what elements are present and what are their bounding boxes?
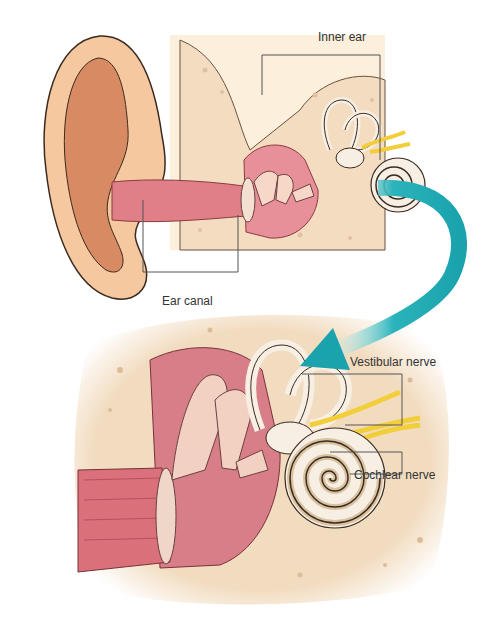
semicircular-canals	[324, 100, 378, 168]
leader-line	[302, 374, 402, 425]
bone-dot	[203, 68, 208, 73]
vestibule	[336, 148, 364, 168]
nerve	[362, 132, 410, 152]
bone-dot	[108, 408, 112, 412]
cochlea-spiral	[290, 441, 380, 523]
canal-loop	[324, 100, 357, 150]
ear-canal	[112, 180, 246, 222]
bone-dot	[313, 93, 318, 98]
bone-dot	[408, 378, 413, 383]
zoom-arrow	[340, 188, 459, 348]
ossicle	[292, 184, 314, 202]
leader-lines	[143, 55, 402, 474]
part-label: Cochlear nerve	[354, 468, 435, 482]
bone-dot	[383, 563, 387, 567]
auricle	[44, 36, 165, 299]
ossicle	[254, 171, 278, 206]
zoom-arrow-head	[300, 328, 350, 370]
bone-dot	[348, 236, 352, 240]
bracket	[262, 55, 380, 160]
canal-outline	[251, 345, 309, 430]
canal-loop	[251, 345, 309, 430]
bone-dot	[117, 367, 123, 373]
bracket	[143, 200, 238, 272]
bone-dot	[198, 228, 202, 232]
bone-dot	[370, 98, 374, 102]
cochlea-duct	[290, 441, 380, 523]
concha	[64, 58, 128, 272]
bone-dot	[220, 90, 224, 94]
canal-outline	[324, 100, 357, 150]
bone-dot	[298, 573, 303, 578]
eardrum	[241, 178, 255, 222]
stapes	[236, 450, 268, 478]
bone-dot	[417, 537, 423, 543]
bone-dot	[208, 328, 213, 333]
canal-lines	[84, 478, 166, 540]
part-label: Vestibular nerve	[350, 355, 436, 369]
middle-ear-cavity	[244, 145, 318, 238]
eardrum	[156, 468, 176, 564]
zoom-bone	[75, 315, 449, 605]
middle-ear-cavity	[150, 348, 280, 568]
bone-dot	[298, 233, 303, 238]
part-label: Ear canal	[162, 294, 213, 308]
part-label: Inner ear	[318, 30, 366, 44]
ossicle	[276, 174, 293, 204]
